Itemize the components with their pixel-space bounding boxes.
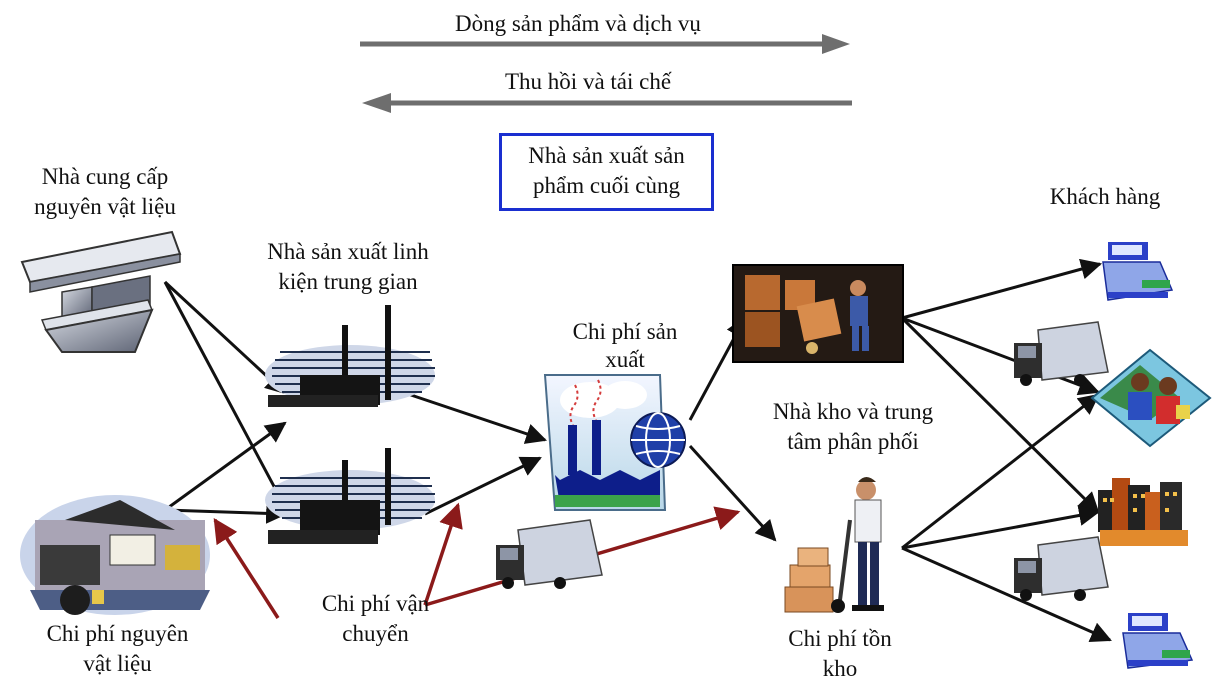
truck-icon: [1014, 536, 1109, 601]
final-manufacturer-box: Nhà sản xuất sản phẩm cuối cùng: [499, 133, 714, 211]
arrow-warehouse-to-city: [900, 316, 1100, 514]
cash-register-icon: [1122, 613, 1194, 669]
warehouse-line2: tâm phân phối: [787, 429, 919, 454]
final-manufacturer-line2: phẩm cuối cùng: [533, 173, 680, 198]
warehouse-line1: Nhà kho và trung: [772, 399, 934, 424]
arrow-worker-to-register-bottom: [901, 546, 1112, 642]
inventory-cost-line2: kho: [822, 656, 858, 681]
final-manufacturer-line1: Nhà sản xuất sản: [528, 143, 685, 168]
arrow-supplier-to-factory-top: [163, 280, 287, 395]
factory-icon: [265, 305, 435, 407]
intermediate-manufacturer-line1: Nhà sản xuất linh: [267, 239, 429, 264]
transport-cost-line1: Chi phí vận: [321, 591, 430, 616]
raw-supplier-line2: nguyên vật liệu: [34, 194, 176, 219]
transport-cost-line2: chuyển: [342, 621, 409, 646]
hand-truck-worker-icon: [784, 477, 884, 613]
arrow-worker-to-family: [901, 393, 1100, 550]
cash-register-icon: [1102, 242, 1174, 301]
arrow-supplier-to-factory-bottom: [163, 281, 287, 509]
forward-flow-label: Dòng sản phẩm và dịch vụ: [455, 11, 701, 36]
truck-icon: [1014, 321, 1109, 386]
globe-icon: [630, 412, 686, 468]
arrow-mine-to-factory-bottom: [164, 502, 288, 524]
forward-flow-arrow: [360, 34, 850, 54]
warehouse-worker-icon: [732, 264, 904, 363]
truck-icon: [496, 519, 603, 589]
reverse-flow-arrow: [362, 93, 852, 113]
mining-plant-icon: [20, 495, 210, 615]
raw-material-cost-line2: vật liệu: [83, 651, 152, 676]
flow-arrows: [163, 258, 1112, 642]
arrow-warehouse-to-register-top: [901, 258, 1103, 320]
production-cost-line1: Chi phí sản: [572, 319, 678, 344]
arrow-factory-top-to-plant: [404, 391, 547, 444]
arrow-worker-to-city: [901, 505, 1101, 550]
family-icon: [1090, 348, 1212, 448]
arrow-mine-to-factory-top: [164, 421, 287, 512]
arrow-warehouse-to-family: [901, 316, 1100, 396]
arrow-plant-to-worker: [688, 444, 777, 542]
reverse-flow-label: Thu hồi và tái chế: [505, 69, 672, 94]
customers-label: Khách hàng: [1049, 184, 1161, 209]
final-plant-icon: [543, 374, 667, 511]
raw-material-cost-line1: Chi phí nguyên: [46, 621, 189, 646]
factory-icon: [265, 448, 435, 544]
production-cost-line2: xuất: [605, 347, 645, 372]
intermediate-manufacturer-line2: kiện trung gian: [278, 269, 418, 294]
inventory-cost-line1: Chi phí tồn: [788, 626, 892, 651]
arrow-factory-bottom-to-plant: [424, 456, 542, 516]
city-icon: [1098, 478, 1188, 546]
raw-supplier-line1: Nhà cung cấp: [41, 164, 169, 189]
steel-beam-icon: [20, 230, 182, 353]
